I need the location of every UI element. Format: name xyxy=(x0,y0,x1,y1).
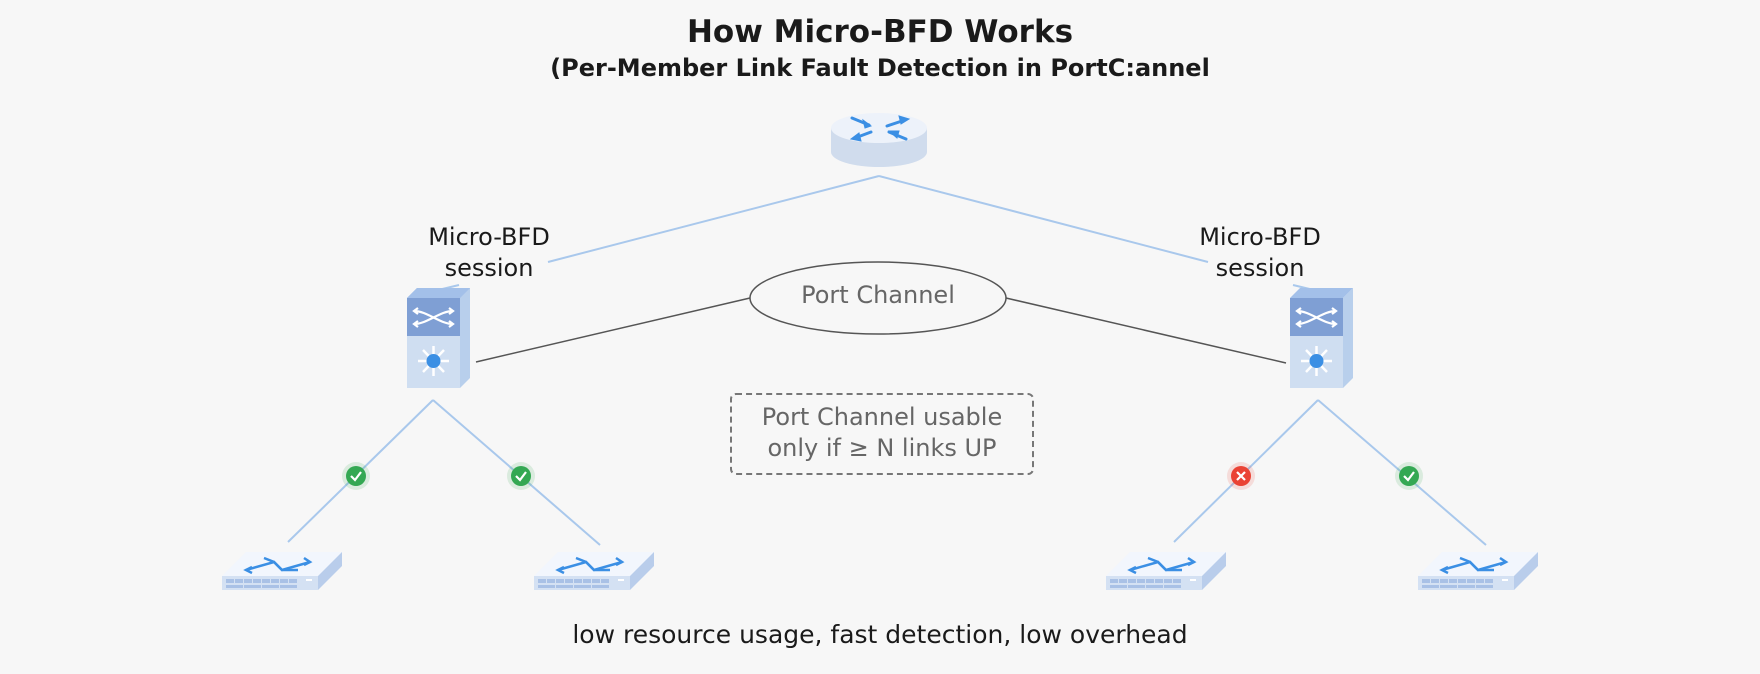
note-line2: only if ≥ N links UP xyxy=(767,434,997,462)
check-icon xyxy=(350,471,362,482)
footer-caption: low resource usage, fast detection, low … xyxy=(572,620,1188,649)
status-down-badge xyxy=(1227,462,1255,490)
session-label-line1: Micro-BFD xyxy=(1199,223,1321,251)
session-label-line2: session xyxy=(444,254,534,282)
crossed-arrows-icon xyxy=(412,307,455,328)
distribution-switch-left[interactable] xyxy=(407,288,470,388)
crossed-arrows-icon xyxy=(1439,556,1509,575)
port-channel-link-left xyxy=(475,297,751,363)
check-icon xyxy=(515,471,527,482)
session-label-line2: session xyxy=(1215,254,1305,282)
diagram-title: How Micro-BFD Works xyxy=(686,14,1074,50)
note-line1: Port Channel usable xyxy=(761,403,1003,431)
crossed-arrows-icon xyxy=(1127,556,1197,575)
port-channel-label: Port Channel xyxy=(801,281,955,309)
access-switch-icon[interactable] xyxy=(222,552,342,590)
status-up-badge xyxy=(1395,462,1423,490)
crossed-arrows-icon xyxy=(243,556,313,575)
status-up-badge xyxy=(507,462,535,490)
port-channel-link-right xyxy=(1005,297,1287,364)
starburst-icon xyxy=(1301,346,1332,376)
crossed-arrows-icon xyxy=(555,556,625,575)
cross-icon xyxy=(1236,471,1246,481)
access-switch-icon[interactable] xyxy=(1418,552,1538,590)
crossed-arrows-icon xyxy=(1295,307,1338,328)
access-switch-icon[interactable] xyxy=(1106,552,1226,590)
port-channel-ellipse xyxy=(749,261,1007,335)
uplink-right xyxy=(878,175,1209,263)
usability-note: Port Channel usable only if ≥ N links UP xyxy=(730,393,1034,475)
session-label-line1: Micro-BFD xyxy=(428,223,550,251)
distribution-switch-right[interactable] xyxy=(1290,288,1353,388)
check-icon xyxy=(1403,471,1415,482)
starburst-icon xyxy=(418,346,449,376)
router-icon[interactable] xyxy=(831,113,927,167)
session-label-right: Micro-BFD session xyxy=(1180,222,1340,284)
diagram-subtitle: (Per-Member Link Fault Detection in Port… xyxy=(550,54,1210,82)
status-up-badge xyxy=(342,462,370,490)
uplink-left xyxy=(547,175,880,263)
session-label-left: Micro-BFD session xyxy=(409,222,569,284)
access-switch-icon[interactable] xyxy=(534,552,654,590)
